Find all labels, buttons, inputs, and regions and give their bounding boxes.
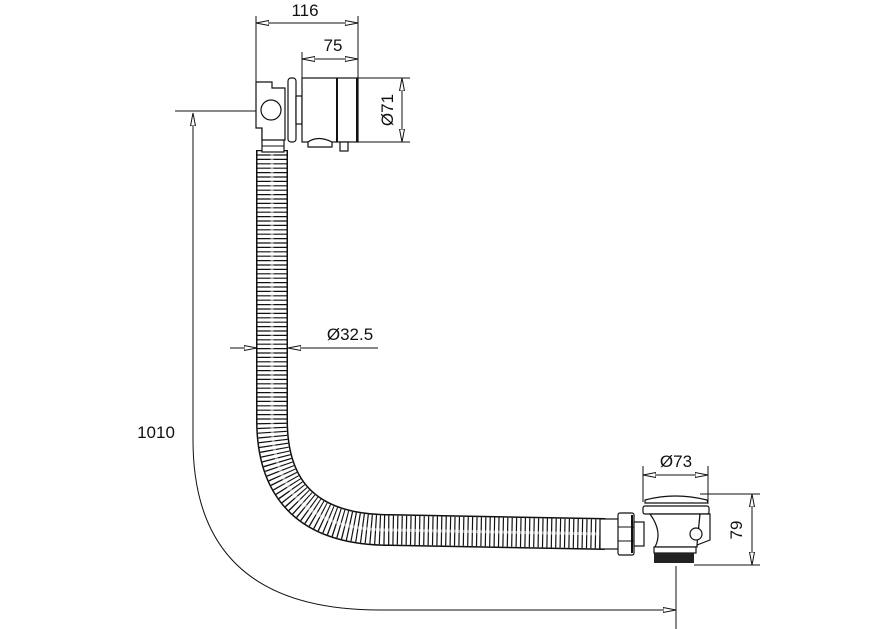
dimension-d32-5: Ø32.5: [230, 325, 378, 348]
dimension-1010: 1010: [137, 110, 677, 629]
dim-label-116: 116: [291, 1, 318, 20]
dimension-79: 79: [694, 493, 760, 566]
waste-plug: [599, 495, 711, 563]
dim-label-d71: Ø71: [378, 94, 397, 126]
dim-label-1010: 1010: [137, 423, 175, 442]
dimension-d71: Ø71: [358, 77, 410, 143]
dimension-75: 75: [301, 36, 358, 78]
hex-nut: [260, 99, 282, 121]
overflow-head: [255, 77, 359, 153]
dim-label-d73: Ø73: [660, 452, 692, 471]
dim-label-79: 79: [727, 521, 746, 540]
dimension-116: 116: [255, 1, 359, 95]
flexible-hose: [256, 150, 606, 550]
dimension-d73: Ø73: [642, 452, 709, 502]
dim-label-75: 75: [324, 36, 343, 55]
dim-label-d32-5: Ø32.5: [327, 325, 373, 344]
